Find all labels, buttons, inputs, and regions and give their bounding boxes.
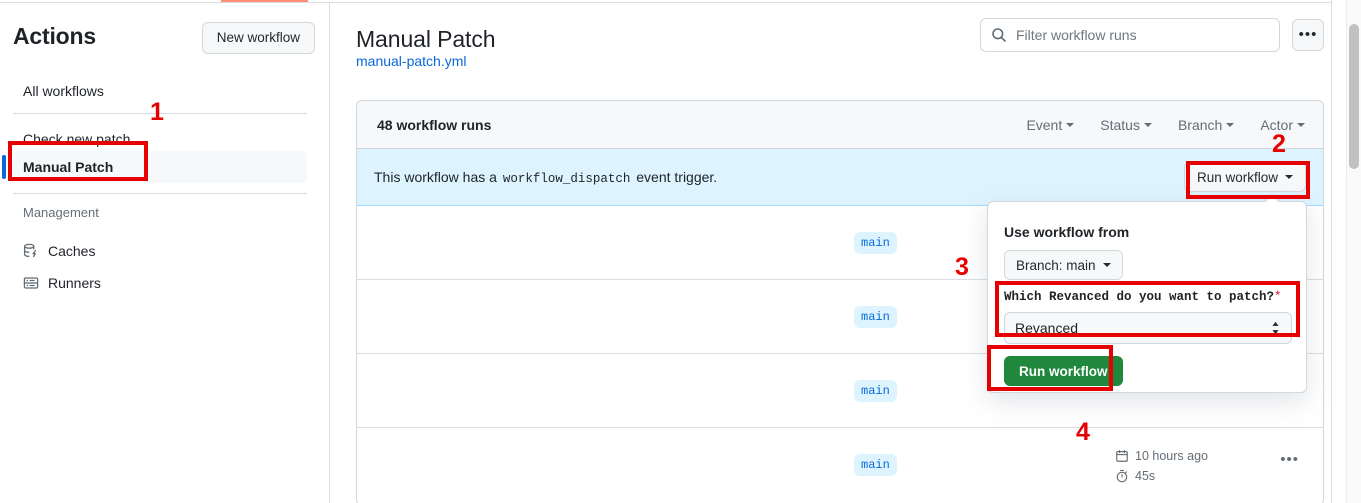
filter-branch[interactable]: Branch	[1177, 116, 1235, 133]
workflow-input-select[interactable]: Revanced	[1004, 312, 1292, 344]
filter-status[interactable]: Status	[1100, 117, 1152, 133]
calendar-icon	[1115, 449, 1129, 463]
sidebar-header: Actions	[13, 20, 313, 56]
chevron-down-icon	[1066, 122, 1075, 127]
search-input[interactable]	[1016, 27, 1269, 43]
chevron-down-icon	[1297, 122, 1305, 127]
dispatch-event-code: workflow_dispatch	[502, 171, 631, 186]
sidebar-item-label: All workflows	[23, 83, 104, 99]
right-panel-divider	[1331, 0, 1346, 503]
filter-label: Event	[1026, 116, 1063, 133]
runs-card-header: 48 workflow runs Event Status Branch	[357, 101, 1323, 149]
sidebar-item-label: Check new patch	[23, 131, 131, 147]
required-asterisk: *	[1274, 290, 1282, 304]
run-date-label: 10 hours ago	[1135, 449, 1208, 463]
branch-badge[interactable]: main	[854, 380, 897, 402]
panel-caret	[1265, 194, 1279, 202]
filters-group: Event Status Branch Actor	[1026, 117, 1305, 133]
dispatch-text-after: event trigger.	[636, 168, 718, 185]
sidebar-item-label: Caches	[48, 243, 96, 259]
sidebar-group-management: Management	[23, 205, 99, 220]
branch-badge[interactable]: main	[854, 306, 897, 328]
header-divider	[0, 2, 1331, 3]
new-workflow-button[interactable]: New workflow	[201, 22, 315, 54]
use-workflow-from-label: Use workflow from	[1004, 224, 1130, 240]
workflow-file-link[interactable]: manual-patch.yml	[356, 53, 467, 69]
run-workflow-button-label: Run workflow	[1196, 169, 1278, 185]
run-workflow-panel: Use workflow from Branch: main Which Rev…	[987, 201, 1307, 393]
sidebar-item-manual-patch[interactable]: Manual Patch	[2, 151, 307, 183]
scrollbar-thumb[interactable]	[1349, 24, 1359, 169]
branch-badge[interactable]: main	[854, 454, 897, 476]
page-title: Manual Patch	[356, 26, 496, 52]
search-icon	[991, 27, 1007, 43]
filter-actor[interactable]: Actor	[1260, 117, 1305, 133]
table-row[interactable]: main 10 hours ago	[357, 428, 1323, 502]
select-updown-icon	[1270, 321, 1281, 336]
run-meta: 10 hours ago 45s	[1115, 446, 1245, 486]
chevron-down-icon	[1102, 263, 1111, 267]
filter-label: Actor	[1260, 116, 1293, 133]
page-scrollbar[interactable]	[1346, 0, 1361, 503]
more-options-button[interactable]: •••	[1292, 19, 1324, 51]
sidebar-item-all-workflows[interactable]: All workflows	[13, 75, 307, 107]
filter-label: Branch	[1177, 116, 1223, 133]
sidebar-item-runners[interactable]: Runners	[13, 267, 307, 299]
active-tab-indicator	[221, 0, 308, 3]
dispatch-text-before: This workflow has a	[374, 168, 497, 185]
run-duration: 45s	[1115, 466, 1245, 486]
dispatch-banner-text: This workflow has a workflow_dispatch ev…	[374, 169, 717, 186]
table-row[interactable]: main	[357, 280, 1323, 354]
branch-select-button[interactable]: Branch: main	[1004, 250, 1123, 280]
branch-badge[interactable]: main	[854, 232, 897, 254]
table-row[interactable]: main	[357, 206, 1323, 280]
submit-run-workflow-button[interactable]: Run workflow	[1004, 356, 1123, 386]
run-workflow-dropdown-button[interactable]: Run workflow	[1183, 162, 1306, 192]
runners-icon	[23, 275, 39, 291]
sidebar-item-label: Runners	[48, 275, 101, 291]
workflow-dispatch-banner: This workflow has a workflow_dispatch ev…	[357, 149, 1323, 206]
sidebar-divider-1	[13, 113, 307, 114]
kebab-horizontal-icon: •••	[1298, 26, 1318, 43]
workflow-input-label: Which Revanced do you want to patch?*	[1004, 290, 1282, 304]
workflow-runs-count: 48 workflow runs	[377, 116, 492, 133]
chevron-down-icon	[1226, 122, 1235, 127]
filter-event[interactable]: Event	[1026, 116, 1075, 133]
filter-label: Status	[1100, 116, 1140, 133]
sidebar-item-label: Manual Patch	[23, 159, 114, 175]
workflow-runs-card: 48 workflow runs Event Status Branch	[356, 100, 1324, 503]
cache-icon	[23, 243, 39, 259]
sidebar-divider-2	[13, 193, 307, 194]
main-content: Manual Patch manual-patch.yml ••• 48 wor…	[331, 3, 1331, 503]
input-label-text: Which Revanced do you want to patch?	[1004, 290, 1275, 304]
chevron-down-icon	[1285, 175, 1293, 179]
stopwatch-icon	[1115, 469, 1129, 483]
chevron-down-icon	[1143, 122, 1152, 127]
workflow-input-value: Revanced	[1015, 320, 1079, 336]
branch-select-label: Branch: main	[1016, 257, 1096, 273]
sidebar-item-caches[interactable]: Caches	[13, 235, 307, 267]
run-duration-label: 45s	[1135, 469, 1156, 483]
search-box[interactable]	[980, 18, 1280, 52]
sidebar-title: Actions	[13, 23, 96, 49]
run-date: 10 hours ago	[1115, 446, 1245, 466]
row-kebab-horizontal-icon[interactable]: •••	[1280, 451, 1299, 468]
sidebar: Actions New workflow All workflows Check…	[0, 3, 330, 503]
